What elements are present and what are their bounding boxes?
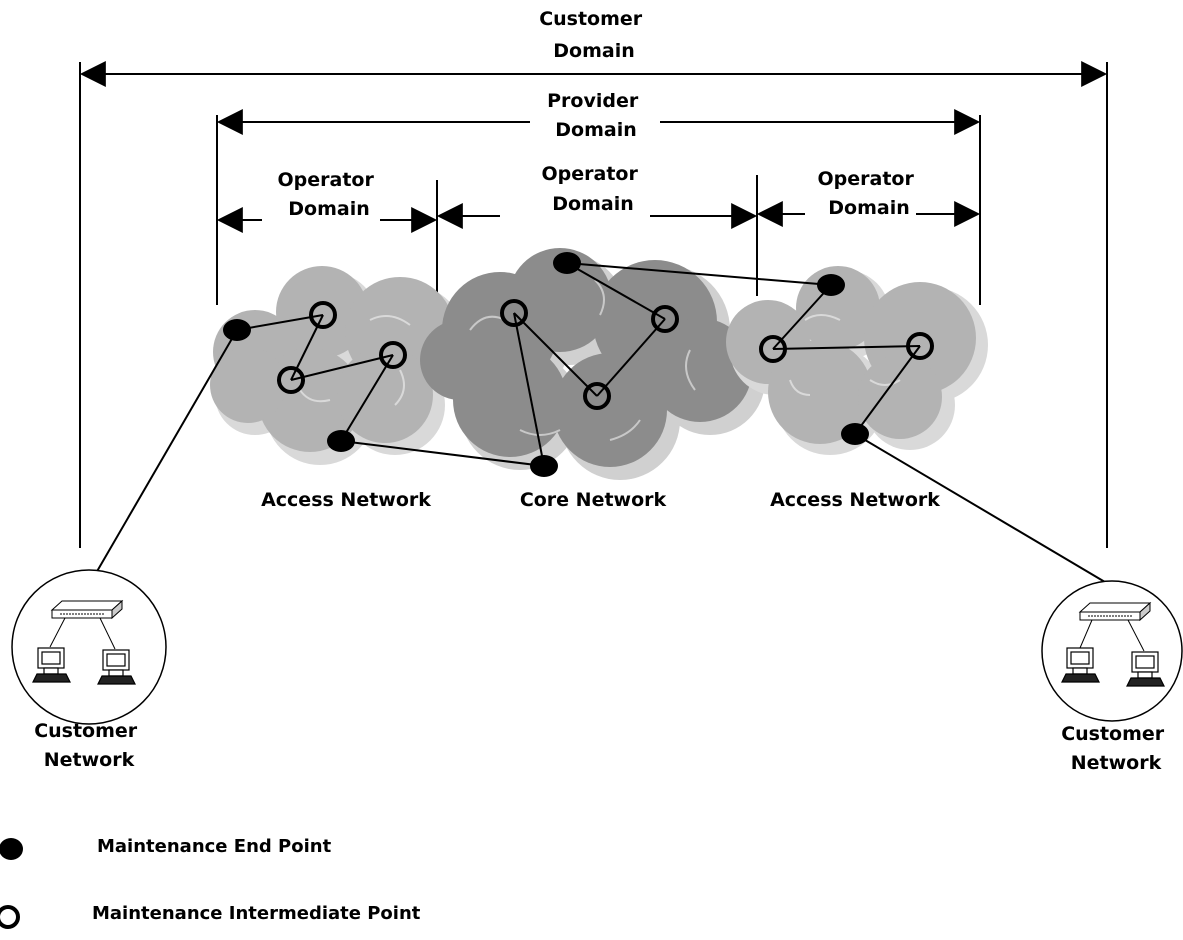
access-network-left-cloud	[210, 266, 465, 465]
mep-node	[223, 319, 251, 341]
mip-node	[379, 341, 407, 369]
computer-icon	[97, 649, 136, 685]
svg-text:Customer Domain: Customer Domain	[539, 8, 649, 62]
mep-node	[841, 423, 869, 445]
computer-icon	[1061, 647, 1100, 683]
svg-text:Operator Domain: Operator Domain	[542, 163, 645, 215]
customer-network-right-label-line2: Network	[1071, 752, 1162, 774]
mep-node	[530, 455, 558, 477]
domain-boundaries	[79, 62, 1108, 548]
svg-text:Customer Network: Customer Network	[1061, 723, 1171, 774]
customer-network-left-label-line1: Customer	[34, 720, 138, 742]
mip-node	[309, 301, 337, 329]
svg-text:Provider Domain: Provider Domain	[547, 90, 645, 141]
maintenance-intermediate-points	[277, 299, 934, 410]
computer-icon	[32, 647, 71, 683]
legend-mep-label: Maintenance End Point	[97, 836, 332, 857]
mep-node	[327, 430, 355, 452]
switch-icon	[50, 599, 124, 620]
access-network-right-label: Access Network	[770, 489, 940, 511]
operator-domain-center: Operator Domain	[436, 163, 758, 229]
svg-text:Operator Domain: Operator Domain	[278, 169, 381, 220]
mip-node	[583, 382, 611, 410]
core-network-cloud	[420, 248, 765, 480]
mip-node	[759, 335, 787, 363]
customer-network-right: Customer Network	[1041, 580, 1183, 774]
svg-text:Customer Network: Customer Network	[34, 720, 144, 771]
legend: Maintenance End Point Maintenance Interm…	[0, 836, 421, 929]
switch-icon	[1078, 601, 1152, 622]
customer-domain: Customer Domain	[79, 8, 1108, 87]
provider-domain-label-line1: Provider	[547, 90, 639, 112]
mip-node	[500, 299, 528, 327]
mep-node	[817, 274, 845, 296]
operator-right-label-line2: Domain	[828, 197, 909, 219]
customer-domain-label-line2: Domain	[553, 40, 634, 62]
legend-mip-label: Maintenance Intermediate Point	[92, 903, 421, 924]
core-network-label: Core Network	[520, 489, 667, 511]
mip-node	[906, 332, 934, 360]
operator-right-label-line1: Operator	[818, 168, 915, 190]
operator-center-label-line1: Operator	[542, 163, 639, 185]
operator-left-label-line1: Operator	[278, 169, 375, 191]
operator-domain-right: Operator Domain	[756, 168, 981, 227]
mip-node	[277, 366, 305, 394]
customer-network-circle	[1041, 580, 1183, 722]
provider-domain-label-line2: Domain	[555, 119, 636, 141]
customer-network-right-label-line1: Customer	[1061, 723, 1165, 745]
legend-mip-symbol	[0, 905, 20, 929]
provider-domain: Provider Domain	[216, 90, 981, 141]
access-network-left-label: Access Network	[261, 489, 431, 511]
computer-icon	[1126, 651, 1165, 687]
mep-node	[553, 252, 581, 274]
operator-domain-left: Operator Domain	[216, 169, 438, 233]
customer-network-left-label-line2: Network	[44, 749, 135, 771]
customer-domain-label-line1: Customer	[539, 8, 643, 30]
customer-network-circle	[11, 569, 167, 725]
mip-node	[651, 305, 679, 333]
svg-text:Operator Domain: Operator Domain	[818, 168, 921, 219]
customer-network-left: Customer Network	[11, 569, 167, 771]
maintenance-end-points	[223, 252, 869, 477]
operator-left-label-line2: Domain	[288, 198, 369, 220]
legend-mep-symbol	[0, 838, 23, 860]
operator-center-label-line2: Domain	[552, 193, 633, 215]
